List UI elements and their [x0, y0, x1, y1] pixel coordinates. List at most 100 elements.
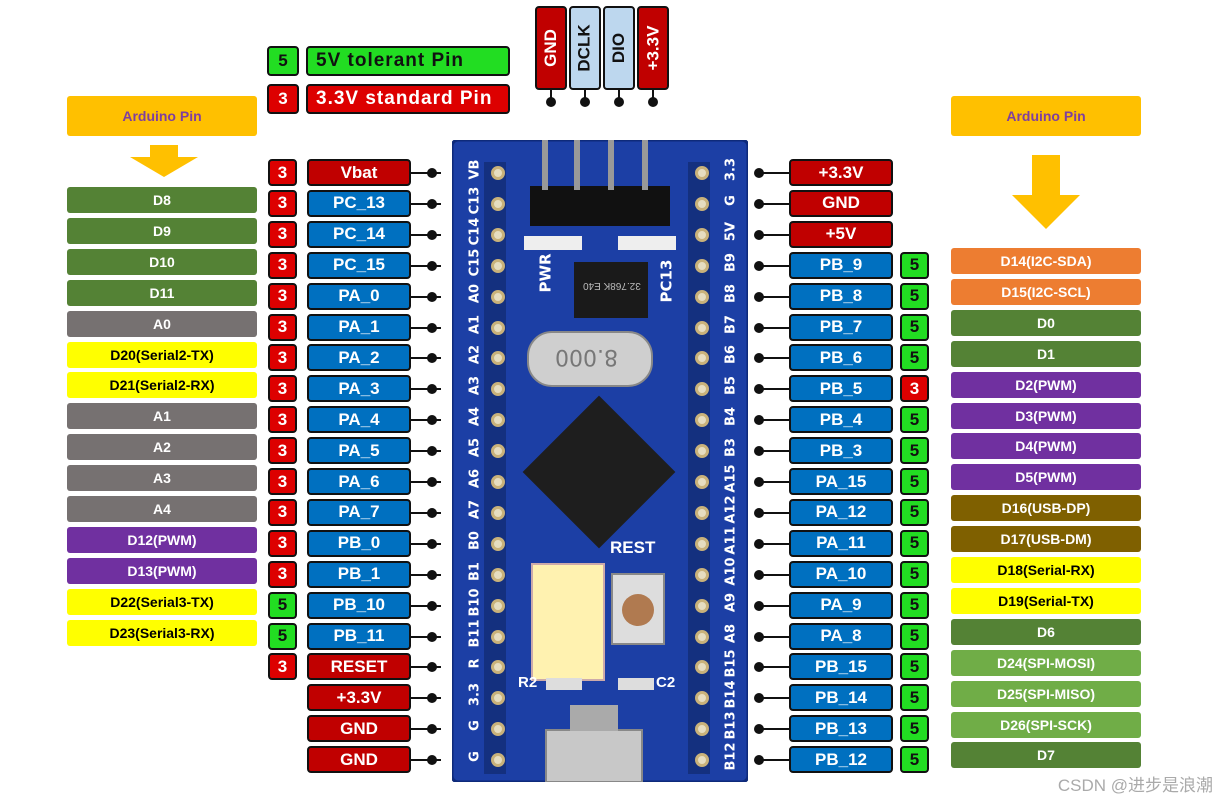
left-tolerance-15: 5 — [268, 622, 297, 650]
left-pin-connector — [411, 233, 441, 236]
right-silk-2: 5V — [723, 221, 739, 241]
left-arduino-pin-5: D20(Serial2-TX) — [67, 341, 257, 368]
left-pin-connector-dot — [427, 353, 437, 364]
header-hole — [695, 444, 709, 459]
right-pin-5: PB_7 — [789, 313, 893, 341]
right-silk-5: B7 — [723, 314, 739, 334]
swd-connector — [618, 90, 620, 102]
right-silk-16: B15 — [723, 649, 739, 678]
right-arduino-pin-3: D1 — [951, 340, 1141, 367]
right-pin-connector-dot — [754, 322, 764, 333]
header-hole — [491, 567, 505, 582]
left-pin-connector — [411, 604, 441, 607]
right-pin-connector — [758, 481, 790, 483]
right-tolerance-8: 5 — [900, 406, 929, 434]
header-hole — [695, 166, 709, 180]
left-silk-1: C13 — [467, 186, 483, 215]
left-silk-18: G — [467, 720, 483, 732]
left-pin-connector-dot — [427, 446, 437, 457]
right-arduino-pin-14: D25(SPI-MISO) — [951, 680, 1141, 707]
left-pin-connector — [411, 759, 441, 762]
right-arduino-pin-8: D16(USB-DP) — [951, 495, 1141, 522]
left-pin-19: GND — [307, 746, 411, 774]
header-hole — [695, 629, 709, 644]
left-pin-connector — [411, 295, 441, 298]
right-pin-connector-dot — [754, 198, 764, 209]
left-pin-11: PA_7 — [307, 498, 411, 526]
header-hole — [695, 413, 709, 428]
right-pin-0: +3.3V — [789, 159, 893, 186]
left-pin-17: +3.3V — [307, 684, 411, 712]
right-pin-connector-dot — [754, 538, 764, 549]
left-silk-0: VB — [467, 159, 483, 180]
left-pin-connector — [411, 542, 441, 545]
right-pin-connector-dot — [754, 600, 764, 611]
right-silk-11: A12 — [723, 495, 739, 524]
right-pin-connector — [758, 728, 790, 731]
left-pin-connector — [411, 357, 441, 360]
right-pin-connector — [758, 295, 790, 298]
swd-connector-dot — [614, 97, 624, 107]
left-tolerance-12: 3 — [268, 529, 297, 557]
reset-label: REST — [610, 538, 656, 557]
right-pin-connector — [758, 202, 790, 205]
left-pin-connector — [411, 326, 441, 329]
right-pin-connector-dot — [754, 415, 764, 426]
swd-connector — [652, 90, 654, 102]
left-pin-14: PB_10 — [307, 591, 411, 619]
header-hole — [695, 196, 709, 211]
header-hole — [491, 196, 505, 211]
left-pin-connector-dot — [427, 229, 437, 240]
right-silk-17: B14 — [723, 680, 739, 709]
right-tolerance-18: 5 — [900, 715, 929, 743]
right-pin-connector-dot — [754, 507, 764, 518]
right-tolerance-6: 5 — [900, 344, 929, 372]
left-silk-3: C15 — [467, 248, 483, 277]
right-tolerance-9: 5 — [900, 437, 929, 465]
right-arduino-header: Arduino Pin — [951, 96, 1141, 136]
left-pin-connector — [411, 635, 441, 638]
left-tolerance-16: 3 — [268, 653, 297, 681]
right-tolerance-7: 3 — [900, 375, 929, 403]
r2-silk: R2 — [518, 674, 538, 691]
left-tolerance-0: 3 — [268, 159, 297, 186]
right-arduino-pin-2: D0 — [951, 309, 1141, 336]
header-hole — [695, 691, 709, 706]
right-pin-1: GND — [789, 189, 893, 217]
right-silk-15: A8 — [723, 623, 739, 643]
c2-silk: C2 — [656, 674, 676, 691]
left-tolerance-8: 3 — [268, 406, 297, 434]
swd-connector — [584, 90, 586, 102]
header-hole — [695, 567, 709, 582]
legend-5v-number: 5 — [267, 46, 299, 76]
right-down-arrow-icon — [1012, 155, 1080, 229]
right-tolerance-13: 5 — [900, 560, 929, 588]
right-silk-9: B3 — [723, 438, 739, 458]
right-tolerance-16: 5 — [900, 653, 929, 681]
left-pin-9: PA_5 — [307, 437, 411, 465]
header-hole — [491, 227, 505, 242]
header-hole — [695, 753, 709, 768]
swd-label-text: DCLK — [575, 24, 594, 72]
left-pin-connector-dot — [427, 507, 437, 518]
right-arduino-pin-16: D7 — [951, 742, 1141, 769]
left-pin-connector-dot — [427, 198, 437, 209]
right-silk-4: B8 — [723, 283, 739, 303]
left-pin-3: PC_15 — [307, 251, 411, 279]
header-hole — [695, 227, 709, 242]
right-tolerance-11: 5 — [900, 498, 929, 526]
header-hole — [491, 660, 505, 675]
left-arduino-pin-4: A0 — [67, 310, 257, 337]
right-pin-connector — [758, 635, 790, 638]
left-silk-5: A1 — [467, 314, 483, 334]
right-pin-connector-dot — [754, 229, 764, 240]
right-tolerance-14: 5 — [900, 591, 929, 619]
right-pin-connector-dot — [754, 168, 764, 178]
left-pin-connector-dot — [427, 322, 437, 333]
right-pin-connector — [758, 419, 790, 422]
swd-label-text: +3.3V — [643, 25, 662, 71]
right-pin-connector — [758, 759, 790, 762]
legend-3v-label: 3.3V standard Pin — [306, 84, 510, 114]
right-silk-18: B13 — [723, 711, 739, 740]
left-arduino-pin-6: D21(Serial2-RX) — [67, 372, 257, 399]
